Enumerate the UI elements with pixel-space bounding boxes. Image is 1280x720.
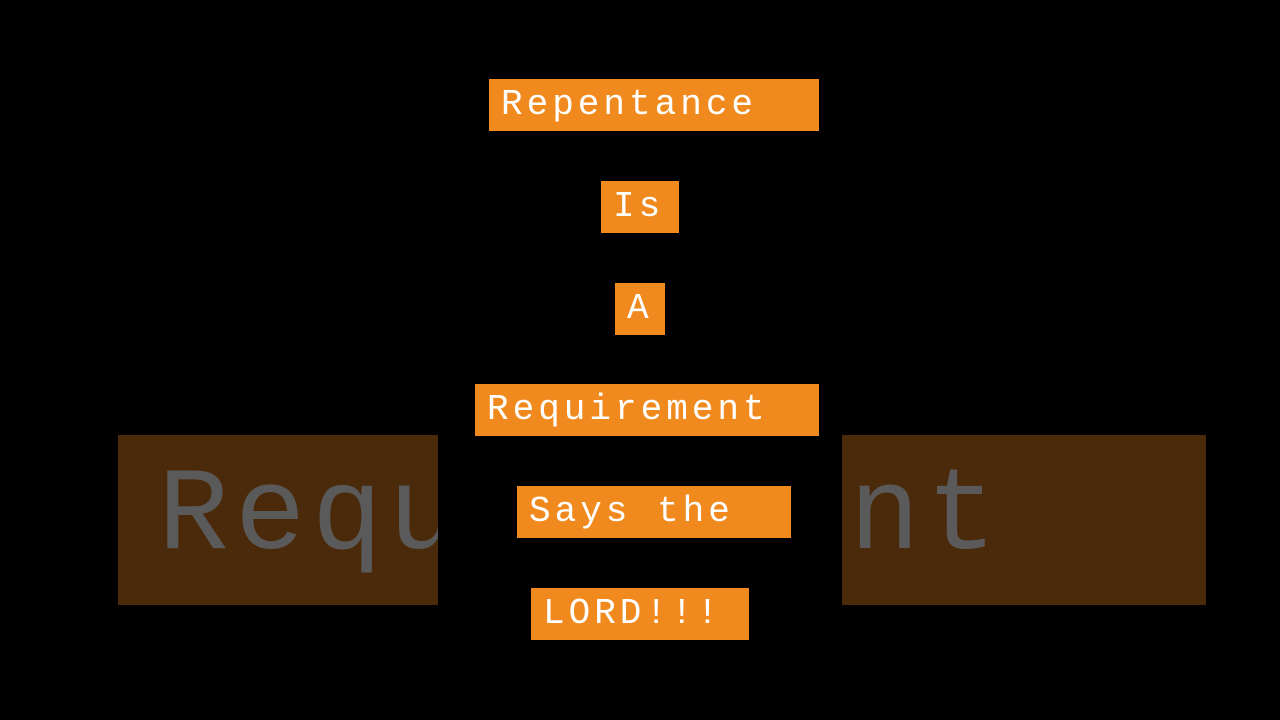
- caption-line-1: Repentance: [489, 79, 819, 131]
- caption-line-3: A: [615, 283, 665, 335]
- caption-line-5: Says the: [517, 486, 791, 538]
- caption-line-6: LORD!!!: [531, 588, 749, 640]
- caption-line-2: Is: [601, 181, 679, 233]
- caption-line-4: Requirement: [475, 384, 819, 436]
